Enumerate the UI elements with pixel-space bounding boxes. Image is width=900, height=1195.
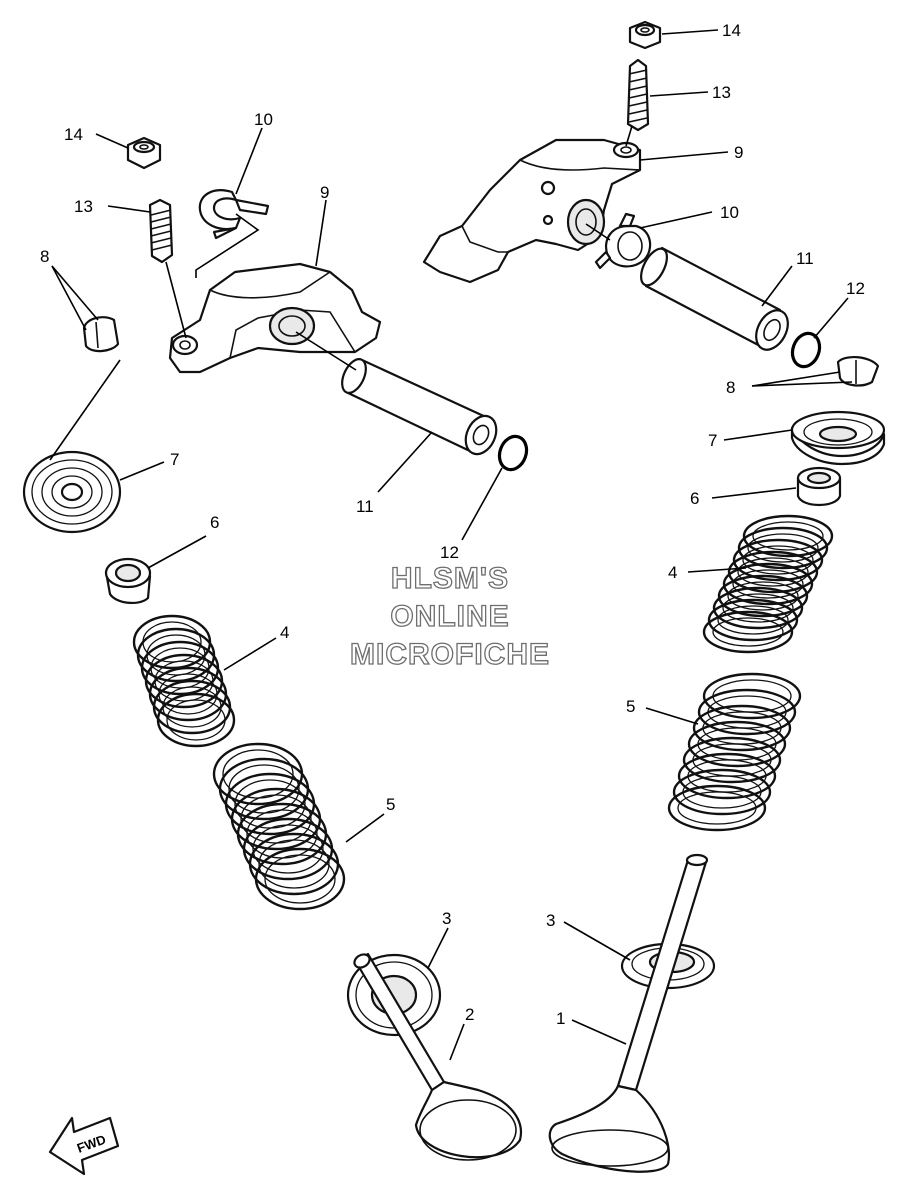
outer-spring-left: [212, 742, 346, 911]
adjusting-screw-right: [626, 58, 650, 132]
callout-4-left: 4: [280, 623, 289, 642]
callout-5-right: 5: [626, 697, 635, 716]
watermark: HLSM'S ONLINE MICROFICHE: [349, 561, 550, 671]
callout-4-right: 4: [668, 563, 677, 582]
callout-9-left: 9: [320, 183, 329, 202]
callout-7-left: 7: [170, 450, 179, 469]
callout-13-left: 13: [74, 197, 93, 216]
callout-6-left: 6: [210, 513, 219, 532]
valve-cotter-right: [836, 356, 880, 387]
outer-spring-right: [667, 672, 802, 832]
inner-spring-left: [132, 614, 236, 748]
callout-12-right: 12: [846, 279, 865, 298]
callout-7-right: 7: [708, 431, 717, 450]
callout-3-right: 3: [546, 911, 555, 930]
adjusting-screw-left: [148, 198, 174, 264]
rocker-arm-left: [168, 262, 382, 374]
callout-3-left: 3: [442, 909, 451, 928]
callout-14-left: 14: [64, 125, 83, 144]
callout-1: 1: [556, 1009, 565, 1028]
callout-8-right: 8: [726, 378, 735, 397]
watermark-line-3: MICROFICHE: [350, 638, 550, 671]
inner-spring-right: [702, 514, 834, 654]
rocker-arm-right: [422, 138, 642, 284]
callout-numbers: 14 13 9 10 11 12 8 7 6 4 5 3 2 14 13 9 1…: [40, 21, 865, 1028]
callout-12-left: 12: [440, 543, 459, 562]
callout-5-left: 5: [386, 795, 395, 814]
callout-14-right: 14: [722, 21, 741, 40]
callout-2: 2: [465, 1005, 474, 1024]
nut-right: [628, 20, 662, 50]
callout-10-left: 10: [254, 110, 273, 129]
o-ring-right: [790, 331, 822, 369]
lock-washer-left: [198, 189, 270, 240]
callout-10-right: 10: [720, 203, 739, 222]
leader-lines: [49, 29, 853, 1061]
watermark-line-2: ONLINE: [390, 600, 509, 633]
o-ring-left: [497, 434, 529, 472]
valve-cotter-left: [82, 316, 120, 353]
spring-retainer-left: [22, 450, 122, 534]
valve-stem-seal-left: [104, 557, 152, 604]
fwd-arrow: FWD: [48, 1116, 120, 1176]
valve-stem-seal-right: [796, 466, 842, 507]
callout-11-left: 11: [356, 497, 374, 516]
valve-right: [548, 853, 709, 1173]
rocker-shaft-right: [640, 246, 789, 351]
watermark-line-1: HLSM'S: [391, 562, 509, 595]
callout-9-right: 9: [734, 143, 743, 162]
callout-11-right: 11: [796, 249, 814, 268]
rocker-shaft-left: [341, 358, 498, 456]
valve-left: [353, 952, 523, 1161]
callout-8-left: 8: [40, 247, 49, 266]
nut-left: [126, 136, 162, 170]
spring-retainer-right: [790, 410, 886, 466]
callout-6-right: 6: [690, 489, 699, 508]
lock-washer-right: [594, 212, 652, 270]
callout-13-right: 13: [712, 83, 731, 102]
